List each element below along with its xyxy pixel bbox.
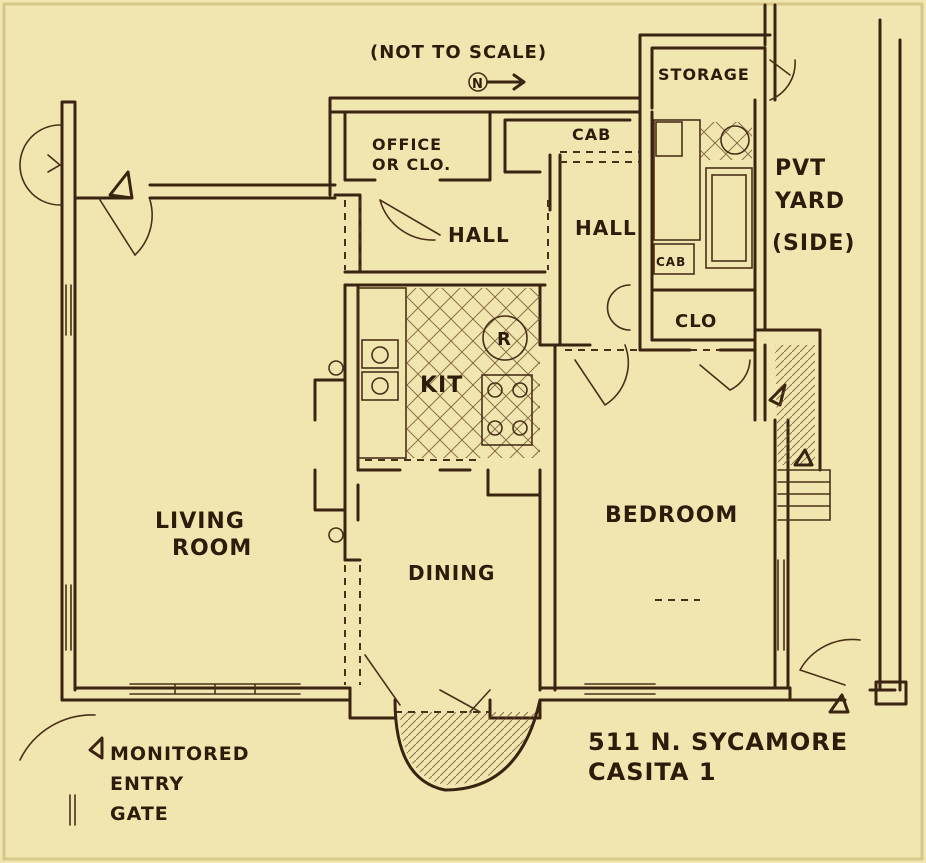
legend-line-2: ENTRY: [110, 773, 184, 795]
room-label-office-1: OFFICE: [372, 135, 442, 154]
yard-label-3: (SIDE): [772, 231, 855, 256]
doors: [19, 59, 861, 713]
room-label-storage: STORAGE: [658, 65, 750, 84]
north-arrow-icon: [486, 73, 526, 91]
legend-line-1: MONITORED: [110, 743, 250, 765]
front-steps: [19, 698, 542, 826]
room-label-living-2: ROOM: [172, 536, 252, 561]
legend-line-3: GATE: [110, 803, 169, 825]
kitchen-fixtures: [328, 287, 540, 543]
yard-label-2: YARD: [774, 189, 845, 214]
room-label-hall-right: HALL: [575, 216, 637, 240]
room-label-kit: KIT: [420, 373, 463, 398]
refrigerator-label: R: [497, 329, 512, 350]
interior-walls: [313, 110, 822, 692]
windows: [65, 284, 785, 695]
room-label-living-1: LIVING: [155, 509, 245, 534]
room-label-clo: CLO: [675, 311, 717, 332]
north-letter: N: [472, 77, 484, 92]
yard-label-1: PVT: [775, 156, 826, 181]
room-label-hall-left: HALL: [448, 223, 510, 247]
exterior-stairs: [775, 345, 831, 521]
address-line-2: CASITA 1: [588, 758, 717, 786]
address-line-1: 511 N. SYCAMORE: [588, 728, 848, 756]
room-label-cab-small: CAB: [656, 255, 686, 269]
room-label-bedroom: BEDROOM: [605, 503, 738, 528]
scale-note: (NOT TO SCALE): [370, 42, 547, 63]
room-label-dining: DINING: [408, 561, 495, 585]
room-label-office-2: OR CLO.: [372, 155, 451, 174]
bathroom-fixtures: [653, 119, 753, 275]
room-label-cab-top: CAB: [572, 125, 611, 144]
